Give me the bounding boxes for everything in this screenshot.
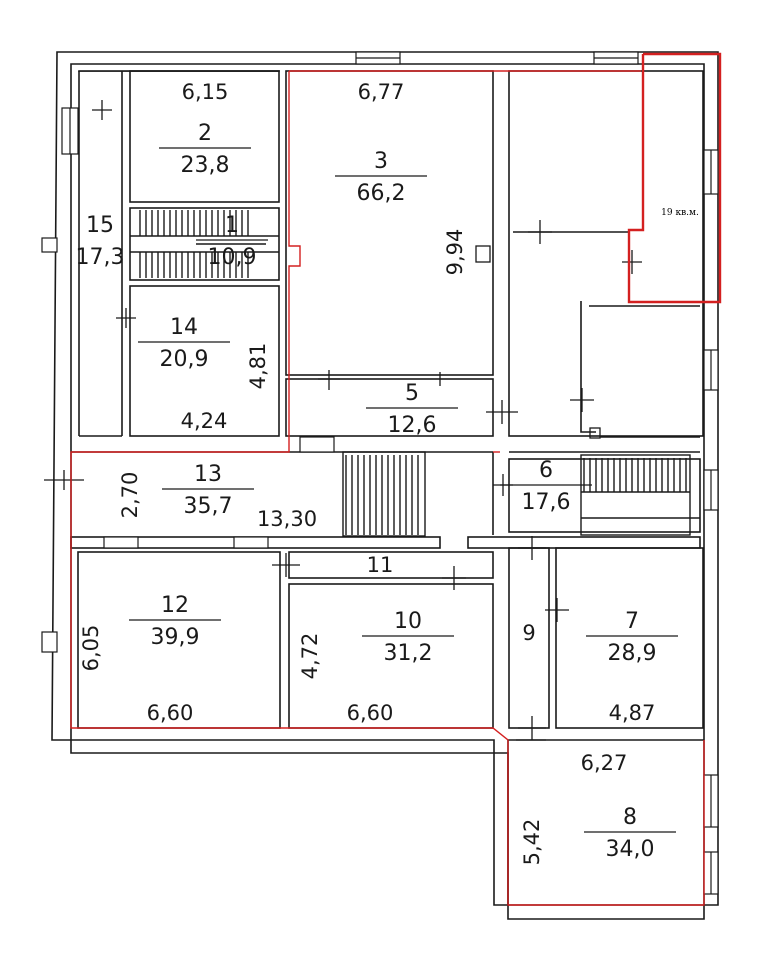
highlight-area-note: 19 кв.м. (661, 208, 699, 218)
room-15-number: 15 (86, 213, 114, 238)
room-2-area: 23,8 (181, 153, 230, 178)
room-10-area: 31,2 (384, 641, 433, 666)
dim-6-60-left: 6,60 (147, 701, 194, 725)
room-5-number: 5 (405, 381, 419, 406)
room-12-number: 12 (161, 593, 189, 618)
dim-9-94: 9,94 (443, 229, 467, 276)
room-1-area: 10,9 (208, 245, 257, 270)
dim-6-60-mid: 6,60 (347, 701, 394, 725)
windows (41, 51, 719, 895)
dim-6-27: 6,27 (581, 751, 628, 775)
dim-4-87: 4,87 (609, 701, 656, 725)
staircase-6 (580, 454, 700, 536)
staircase-13 (342, 451, 426, 537)
room-3-number: 3 (374, 149, 388, 174)
room-1-number: 1 (225, 213, 239, 238)
room-11-number: 11 (367, 553, 394, 577)
room-3-area: 66,2 (357, 181, 406, 206)
dim-6-15: 6,15 (182, 80, 229, 104)
room-13-number: 13 (194, 462, 222, 487)
highlight-room-19sqm (627, 52, 722, 304)
dim-5-42: 5,42 (520, 819, 544, 866)
dim-13-30: 13,30 (257, 507, 317, 531)
room-10-number: 10 (394, 609, 422, 634)
room-15-area: 17,3 (76, 245, 125, 270)
room-14-number: 14 (170, 315, 198, 340)
dim-4-24: 4,24 (181, 409, 228, 433)
room-2-number: 2 (198, 121, 212, 146)
room-6-number: 6 (539, 458, 553, 483)
dim-4-81: 4,81 (246, 343, 270, 390)
dim-4-72: 4,72 (298, 633, 322, 680)
room-9-number: 9 (522, 621, 535, 645)
dim-6-05: 6,05 (79, 625, 103, 672)
dim-6-77: 6,77 (358, 80, 405, 104)
outer-walls (51, 51, 719, 920)
dim-2-70: 2,70 (118, 472, 142, 519)
room-7-area: 28,9 (608, 641, 657, 666)
room-14-area: 20,9 (160, 347, 209, 372)
room-12-area: 39,9 (151, 625, 200, 650)
room-8-area: 34,0 (606, 837, 655, 862)
door-marks (44, 100, 642, 741)
room-7-number: 7 (625, 609, 639, 634)
highlight-outline (70, 70, 705, 906)
room-13-area: 35,7 (184, 494, 233, 519)
room-5-area: 12,6 (388, 413, 437, 438)
room-6-area: 17,6 (522, 490, 571, 515)
staircase-1 (130, 210, 279, 278)
room-8-number: 8 (623, 805, 637, 830)
